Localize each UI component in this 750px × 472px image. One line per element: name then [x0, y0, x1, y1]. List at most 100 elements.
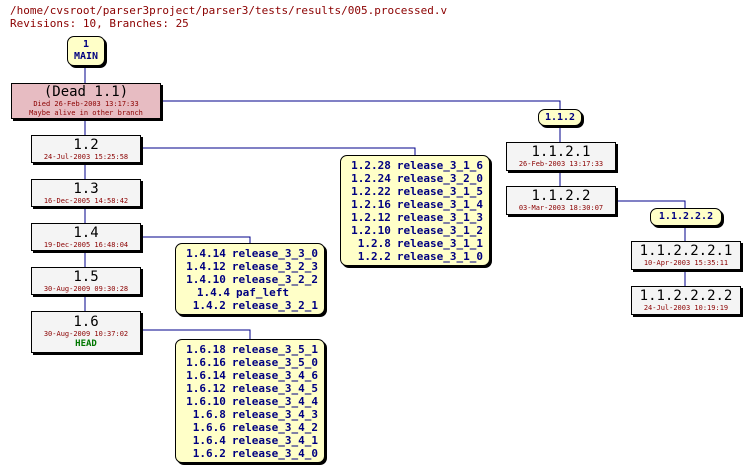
revision-1-2[interactable]: 1.2 24-Jul-2003 15:25:58: [31, 135, 141, 163]
dead-revision-date: Died 26-Feb-2003 13:17:33: [33, 100, 139, 108]
tag-revision: 1.6.6: [192, 421, 226, 434]
tag-revision: 1.6.4: [192, 434, 226, 447]
tag-revision: 1.2.12: [351, 211, 391, 224]
revision-label: 1.5: [73, 268, 99, 285]
revision-label: 1.6: [73, 314, 99, 330]
revision-1-1-2-2-2-1[interactable]: 1.1.2.2.2.1 10-Apr-2003 15:35:11: [631, 241, 741, 270]
branch-main-label: MAIN: [73, 51, 99, 62]
revision-date: 26-Feb-2003 13:17:33: [518, 160, 604, 168]
root-revision-label: 1: [82, 39, 90, 50]
tag-revision: 1.2.10: [351, 224, 391, 237]
branch-label: 1.1.2: [544, 111, 576, 123]
revision-label: 1.1.2.1: [531, 144, 591, 160]
tag-revision: 1.4.14: [186, 247, 226, 260]
revision-label: 1.2: [73, 136, 99, 153]
tag-name: release_3_4_6: [231, 369, 318, 382]
revision-summary: Revisions: 10, Branches: 25: [10, 17, 189, 30]
revision-label: 1.1.2.2: [531, 188, 591, 204]
revision-1-4[interactable]: 1.4 19-Dec-2005 16:48:04: [31, 223, 141, 251]
tag-name: release_3_4_1: [231, 434, 318, 447]
file-path: /home/cvsroot/parser3project/parser3/tes…: [10, 4, 448, 17]
tag-revision: 1.4.10: [186, 273, 226, 286]
tag-name: release_3_4_5: [231, 382, 318, 395]
tag-revision: 1.2.2: [357, 250, 391, 263]
connector-to-tags-1-4: [140, 236, 251, 244]
tag-row[interactable]: 1.4.10 release_3_2_2: [182, 273, 318, 286]
revision-date: 30-Aug-2009 09:30:28: [43, 284, 129, 293]
revision-date: 30-Aug-2009 10:37:02: [43, 330, 129, 338]
tag-row[interactable]: 1.2.24 release_3_2_0: [347, 172, 483, 185]
tag-row[interactable]: 1.2.16 release_3_1_4: [347, 198, 483, 211]
tag-name: release_3_1_0: [396, 250, 483, 263]
branch-main[interactable]: 1 MAIN: [67, 36, 105, 66]
tag-row[interactable]: 1.2.22 release_3_1_5: [347, 185, 483, 198]
tag-revision: 1.2.22: [351, 185, 391, 198]
revision-date: 16-Dec-2005 14:58:42: [43, 196, 129, 205]
tag-name: release_3_2_2: [231, 273, 318, 286]
revision-1-5[interactable]: 1.5 30-Aug-2009 09:30:28: [31, 267, 141, 295]
tag-row[interactable]: 1.2.2 release_3_1_0: [347, 250, 483, 263]
revision-label: 1.1.2.2.2.1: [639, 243, 733, 259]
revision-date: 03-Mar-2003 18:30:07: [518, 204, 604, 212]
revision-1-3[interactable]: 1.3 16-Dec-2005 14:58:42: [31, 179, 141, 207]
tag-row[interactable]: 1.4.12 release_3_2_3: [182, 260, 318, 273]
tag-row[interactable]: 1.4.2 release_3_2_1: [182, 299, 318, 312]
connector-to-branch-1-1-2-2-2: [615, 200, 686, 208]
tag-row[interactable]: 1.6.4 release_3_4_1: [182, 434, 318, 447]
branch-1-1-2[interactable]: 1.1.2: [538, 109, 582, 126]
revision-label: 1.1.2.2.2.2: [639, 288, 733, 304]
tag-name: release_3_2_1: [231, 299, 318, 312]
tag-revision: 1.6.16: [186, 356, 226, 369]
revision-1-1-2-1[interactable]: 1.1.2.1 26-Feb-2003 13:17:33: [506, 142, 616, 171]
tag-revision: 1.6.14: [186, 369, 226, 382]
tag-revision: 1.2.24: [351, 172, 391, 185]
tag-name: release_3_1_5: [396, 185, 483, 198]
tag-row[interactable]: 1.6.12 release_3_4_5: [182, 382, 318, 395]
tag-row[interactable]: 1.2.10 release_3_1_2: [347, 224, 483, 237]
tag-name: release_3_5_0: [231, 356, 318, 369]
tag-revision: 1.2.28: [351, 159, 391, 172]
revision-1-6[interactable]: 1.6 30-Aug-2009 10:37:02 HEAD: [31, 311, 141, 353]
revision-date: 19-Dec-2005 16:48:04: [43, 240, 129, 249]
branch-label: 1.1.2.2.2: [658, 211, 714, 222]
revision-label: 1.3: [73, 180, 99, 197]
revision-date: 24-Jul-2003 15:25:58: [43, 152, 129, 161]
tag-name: release_3_1_2: [396, 224, 483, 237]
tag-revision: 1.6.12: [186, 382, 226, 395]
tag-revision: 1.6.2: [192, 447, 226, 460]
tag-revision: 1.6.10: [186, 395, 226, 408]
tag-revision: 1.2.16: [351, 198, 391, 211]
revision-1-1-2-2[interactable]: 1.1.2.2 03-Mar-2003 18:30:07: [506, 186, 616, 215]
revision-1-1-2-2-2-2[interactable]: 1.1.2.2.2.2 24-Jul-2003 10:19:19: [631, 286, 741, 315]
tag-row[interactable]: 1.6.16 release_3_5_0: [182, 356, 318, 369]
revision-date: 24-Jul-2003 10:19:19: [643, 304, 729, 312]
tag-name: release_3_4_3: [231, 408, 318, 421]
tag-revision: 1.4.4: [196, 286, 230, 299]
tag-revision: 1.4.12: [186, 260, 226, 273]
tag-name: release_3_5_1: [231, 343, 318, 356]
dead-revision-label: (Dead 1.1): [43, 84, 129, 100]
tag-name: release_3_2_3: [231, 260, 318, 273]
branch-1-1-2-2-2[interactable]: 1.1.2.2.2: [650, 208, 722, 226]
connector-to-tags-1-2: [140, 147, 416, 156]
tag-name: release_3_1_4: [396, 198, 483, 211]
tag-name: release_3_3_0: [231, 247, 318, 260]
revision-dead-1-1[interactable]: (Dead 1.1) Died 26-Feb-2003 13:17:33 May…: [11, 83, 161, 119]
revision-label: 1.4: [73, 224, 99, 241]
tag-row[interactable]: 1.6.14 release_3_4_6: [182, 369, 318, 382]
tag-revision: 1.4.2: [192, 299, 226, 312]
tag-name: release_3_2_0: [396, 172, 483, 185]
tag-row[interactable]: 1.4.14 release_3_3_0: [182, 247, 318, 260]
